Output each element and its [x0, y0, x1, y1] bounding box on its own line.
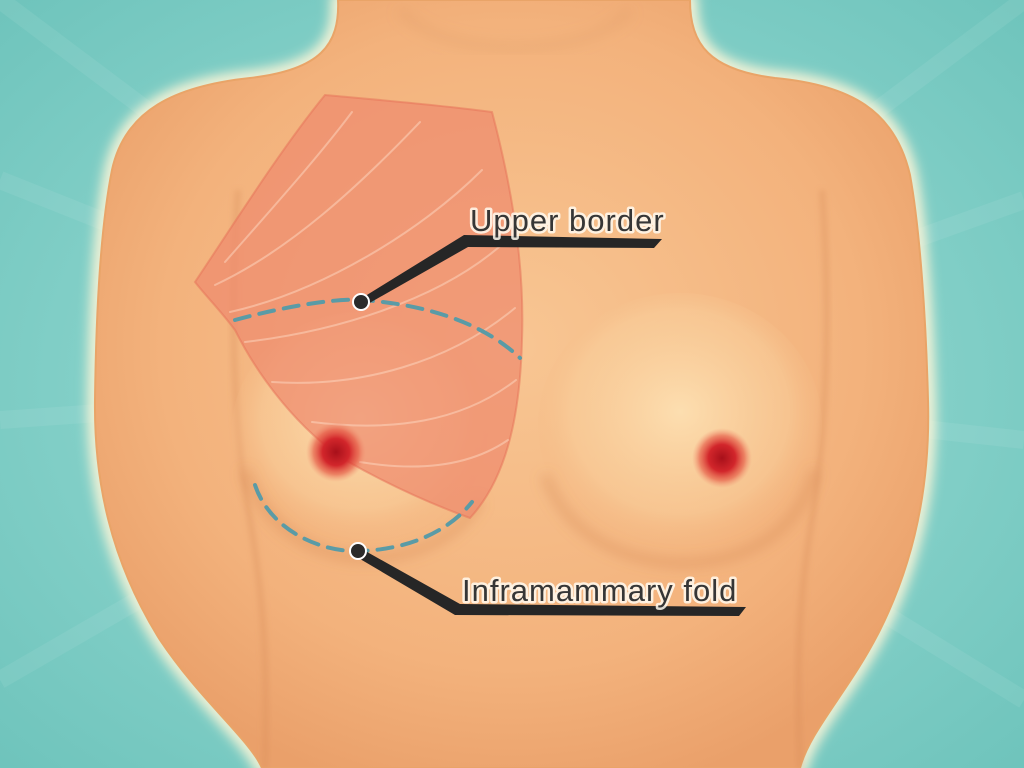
muscle-fibers [214, 111, 517, 468]
inframammary-fold-leader-line [355, 548, 746, 616]
upper-border-label: Upper border [470, 203, 665, 238]
right-arm-line [795, 189, 830, 768]
inframammary-fold-label: Inframammary fold [462, 573, 737, 608]
upper-border-marker-dot [352, 293, 370, 311]
right-breast [538, 293, 822, 557]
left-nipple [306, 422, 366, 482]
inframammary-fold-marker-dot [349, 542, 367, 560]
neck-shadow [396, 6, 634, 53]
upper-border-leader-line [362, 235, 662, 305]
right-nipple [692, 428, 752, 488]
right-breast-underside-shadow [540, 468, 820, 569]
